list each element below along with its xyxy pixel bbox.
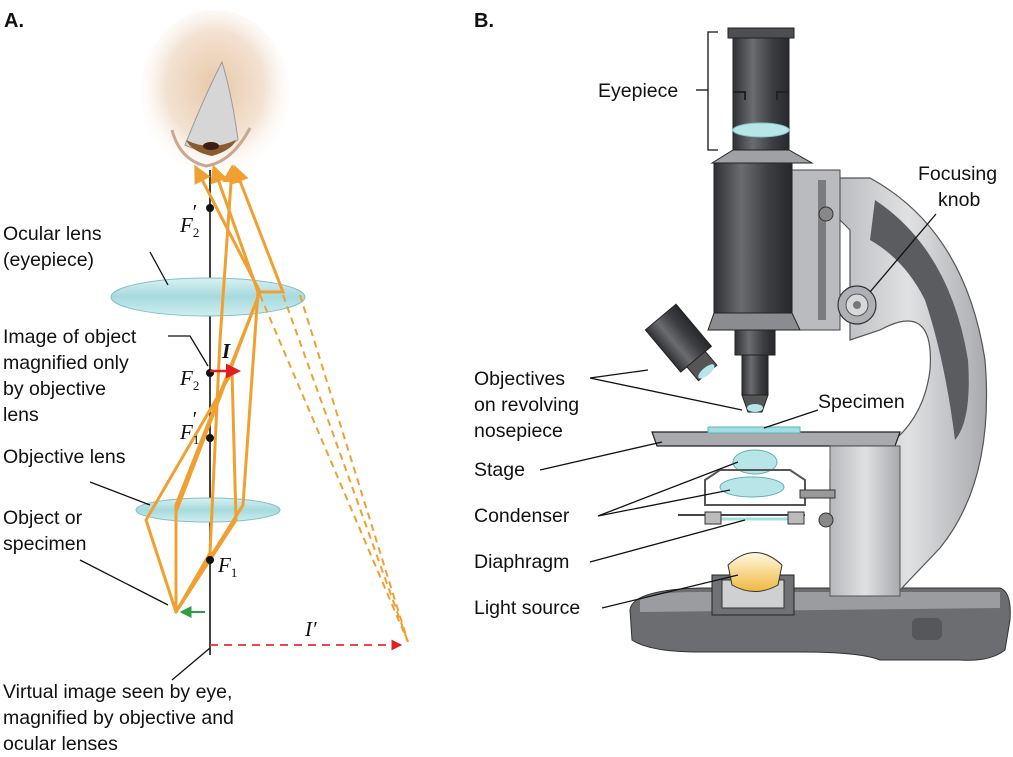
light-source	[711, 552, 795, 616]
stage-leader	[539, 441, 663, 471]
ocular-lens	[110, 277, 306, 317]
image-symbol: I	[221, 339, 231, 363]
eyepiece-label: Eyepiece	[598, 80, 678, 102]
eyepiece-bracket	[707, 31, 718, 151]
image-label-line2: magnified only	[3, 352, 129, 374]
ocular-lens-label-line1: Ocular lens	[3, 223, 102, 245]
eyepiece-tube	[710, 27, 814, 314]
virtual-rays	[259, 294, 409, 643]
stage-support	[829, 445, 901, 597]
focusing-leader	[869, 213, 937, 293]
objectives-label-line1: Objectives	[474, 368, 565, 390]
virtual-image-symbol: I′	[304, 617, 317, 641]
virtual-image-leader	[171, 647, 211, 681]
light-source-label: Light source	[474, 597, 580, 619]
eyepiece-lens	[732, 122, 790, 138]
focal-points	[206, 204, 214, 564]
objective-side	[644, 303, 718, 382]
rack	[818, 180, 826, 320]
objective-lens-label: Objective lens	[3, 446, 126, 468]
panel-b: B.	[474, 10, 1011, 661]
image-label-line3: by objective	[3, 378, 106, 400]
diaphragm	[678, 511, 805, 525]
condenser-leader-2	[597, 489, 731, 517]
diaphragm-label: Diaphragm	[474, 551, 569, 573]
stage	[651, 426, 901, 597]
condenser-leader-1	[597, 461, 739, 517]
virtual-label-line2: magnified by objective and	[3, 707, 234, 729]
focal-label-f2: F2	[179, 366, 199, 393]
condenser	[704, 449, 836, 528]
condenser-label: Condenser	[474, 505, 570, 527]
objective-lens-b	[747, 404, 763, 412]
focal-label-f2-prime: F2′	[179, 200, 199, 240]
virtual-label-line3: ocular lenses	[3, 733, 118, 755]
nosepiece	[644, 303, 801, 413]
virtual-label-line1: Virtual image seen by eye,	[3, 681, 232, 703]
light-rays	[144, 164, 286, 614]
image-leader	[168, 335, 209, 367]
objectives-leader-2	[589, 377, 743, 411]
image-label-line1: Image of object	[3, 326, 137, 348]
arm-groove	[870, 200, 969, 440]
objectives-label-line2: on revolving	[474, 394, 579, 416]
specimen-slide	[707, 426, 801, 434]
panel-a: A.	[3, 10, 409, 755]
specimen-leader	[763, 409, 819, 429]
focal-label-f1: F1	[217, 553, 237, 580]
diaphragm-leader	[589, 519, 746, 563]
rack-block	[791, 169, 841, 331]
focusing-knob[interactable]	[837, 285, 877, 325]
panel-a-label: A.	[4, 10, 24, 32]
ocular-lens-label-line2: (eyepiece)	[3, 249, 94, 271]
panel-b-label: B.	[474, 10, 494, 32]
focusing-label-line1: Focusing	[918, 163, 997, 185]
light-source-leader	[601, 574, 739, 609]
focal-label-f1-prime: F1′	[179, 407, 199, 447]
stage-label: Stage	[474, 459, 525, 481]
focusing-label-line2: knob	[938, 189, 980, 211]
eye-icon	[140, 10, 290, 180]
microscope-base	[629, 587, 1011, 661]
rack-screw	[818, 206, 834, 222]
body-tube	[713, 162, 793, 314]
objective-main	[741, 354, 769, 396]
specimen-label: Specimen	[818, 391, 905, 413]
object-label-line2: specimen	[3, 533, 86, 555]
objective-lens-leader	[89, 481, 151, 506]
image-label-line4: lens	[3, 404, 39, 426]
object-leader	[79, 559, 169, 606]
ocular-lens-leader	[149, 251, 169, 286]
objectives-leader-1	[589, 369, 649, 379]
objectives-label-line3: nosepiece	[474, 420, 563, 442]
object-label-line1: Object or	[3, 507, 83, 529]
